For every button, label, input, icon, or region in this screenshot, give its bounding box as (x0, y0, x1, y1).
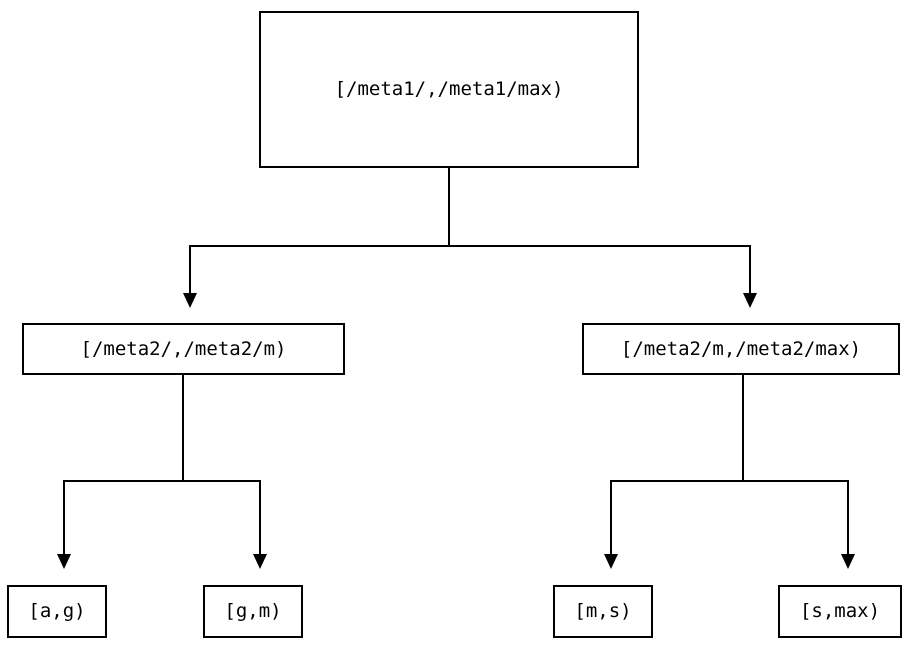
node-leaf-smax-label: [s,max) (799, 600, 881, 622)
node-mid-left[interactable]: [/meta2/,/meta2/m) (22, 323, 345, 375)
arrowhead-to-mid-left (183, 293, 197, 308)
connector-mid-right-drop-left (610, 480, 612, 554)
node-leaf-gm[interactable]: [g,m) (203, 585, 303, 638)
connector-mid-left-drop-right (259, 480, 261, 554)
connector-mid-left-stem (182, 375, 184, 482)
node-mid-right[interactable]: [/meta2/m,/meta2/max) (582, 323, 900, 375)
connector-mid-left-drop-left (63, 480, 65, 554)
node-root[interactable]: [/meta1/,/meta1/max) (259, 11, 639, 168)
connector-root-drop-right (749, 245, 751, 293)
node-mid-right-label: [/meta2/m,/meta2/max) (620, 337, 862, 360)
node-root-label: [/meta1/,/meta1/max) (334, 78, 564, 100)
connector-mid-right-stem (742, 375, 744, 482)
connector-root-stem (448, 168, 450, 247)
node-leaf-gm-label: [g,m) (224, 600, 282, 622)
node-leaf-ag-label: [a,g) (28, 600, 86, 622)
connector-root-bus (189, 245, 751, 247)
connector-mid-right-drop-right (847, 480, 849, 554)
connector-mid-left-bus (63, 480, 261, 482)
node-leaf-ag[interactable]: [a,g) (7, 585, 107, 638)
node-mid-left-label: [/meta2/,/meta2/m) (80, 337, 287, 360)
node-leaf-ms[interactable]: [m,s) (553, 585, 653, 638)
arrowhead-to-leaf-gm (253, 554, 267, 569)
node-leaf-smax[interactable]: [s,max) (778, 585, 902, 638)
arrowhead-to-leaf-ms (604, 554, 618, 569)
connector-mid-right-bus (610, 480, 849, 482)
node-leaf-ms-label: [m,s) (574, 600, 632, 622)
connector-root-drop-left (189, 245, 191, 293)
arrowhead-to-leaf-ag (57, 554, 71, 569)
arrowhead-to-mid-right (743, 293, 757, 308)
arrowhead-to-leaf-smax (841, 554, 855, 569)
